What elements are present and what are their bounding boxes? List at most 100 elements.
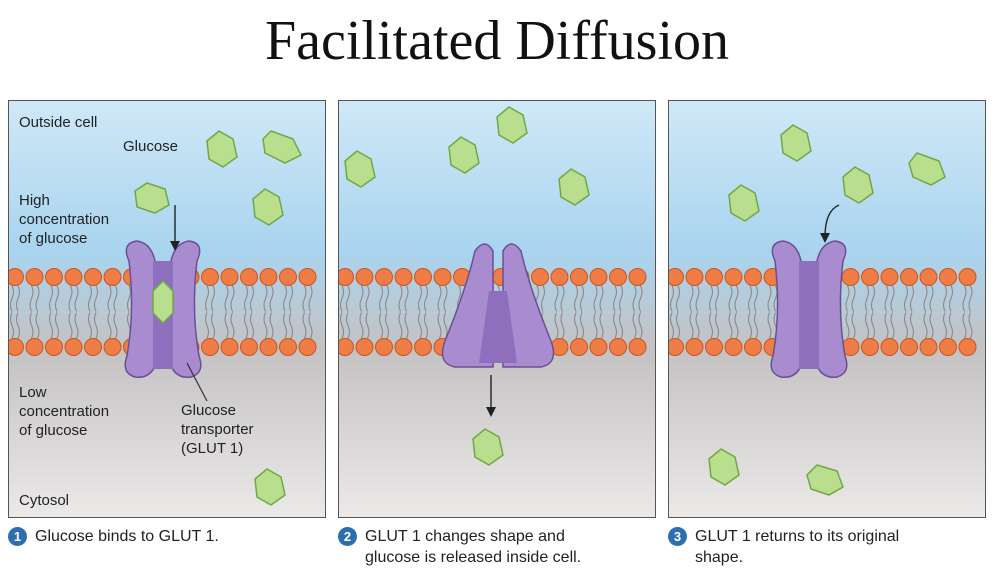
phospholipid-head bbox=[414, 338, 432, 356]
phospholipid-head bbox=[220, 268, 239, 286]
phospholipid-head bbox=[103, 338, 122, 356]
phospholipid-head bbox=[880, 268, 899, 286]
lipid-tail bbox=[968, 285, 973, 312]
lipid-tail bbox=[573, 312, 579, 339]
phospholipid-head bbox=[939, 268, 957, 286]
lipid-tail bbox=[243, 285, 249, 312]
phospholipid-head bbox=[744, 338, 762, 356]
step-number-badge: 3 bbox=[668, 527, 687, 546]
lipid-tail bbox=[443, 312, 448, 339]
lipid-tail bbox=[54, 285, 60, 312]
phospholipid-head bbox=[669, 338, 684, 356]
phospholipid-head bbox=[355, 268, 374, 286]
lipid-tail bbox=[851, 312, 856, 339]
lipid-tail bbox=[365, 285, 370, 312]
phospholipid-head bbox=[609, 268, 627, 286]
phospholipid-head bbox=[279, 268, 297, 286]
outside-cell-label: Outside cell bbox=[19, 114, 98, 131]
phospholipid-head bbox=[589, 338, 608, 356]
lipid-tail bbox=[675, 312, 681, 339]
transporter-pointer-line bbox=[186, 362, 208, 402]
phospholipid-head bbox=[861, 268, 879, 286]
phospholipid-head bbox=[861, 338, 879, 356]
lipid-tail bbox=[210, 285, 216, 312]
panel-step-3 bbox=[668, 100, 986, 518]
lipid-tail bbox=[378, 312, 384, 339]
phospholipid-head bbox=[298, 268, 317, 286]
panel-1-drawing bbox=[9, 130, 317, 506]
phospholipid-head bbox=[64, 268, 83, 286]
lipid-tail bbox=[903, 312, 909, 339]
lipid-tail bbox=[593, 285, 598, 312]
glucose-molecules bbox=[344, 106, 590, 466]
diagram-title: Facilitated Diffusion bbox=[265, 10, 729, 72]
phospholipid-head bbox=[339, 268, 354, 286]
phospholipid-head bbox=[25, 268, 44, 286]
lipid-tail bbox=[68, 312, 73, 339]
phospholipid-head bbox=[531, 268, 549, 286]
lipid-tail bbox=[54, 312, 60, 339]
lipid-tail bbox=[269, 285, 274, 312]
panel-step-1: Outside cell Glucose High concentration … bbox=[8, 100, 326, 518]
lipid-tail bbox=[890, 312, 895, 339]
lipid-tail bbox=[909, 285, 915, 312]
lipid-tail bbox=[753, 285, 759, 312]
phospholipid-head bbox=[414, 268, 432, 286]
phospholipid-head bbox=[298, 338, 317, 356]
phospholipid-head bbox=[201, 338, 219, 356]
lipid-tail bbox=[404, 285, 409, 312]
lipid-tail bbox=[714, 285, 720, 312]
glucose-label: Glucose bbox=[123, 138, 179, 155]
lipid-tail bbox=[204, 285, 210, 312]
lipid-tail bbox=[74, 312, 79, 339]
phospholipid-head bbox=[705, 268, 723, 286]
lipid-tail bbox=[923, 285, 928, 312]
lipid-tail bbox=[884, 312, 889, 339]
lipid-tail bbox=[288, 312, 294, 339]
lipid-tail bbox=[423, 312, 429, 339]
lipid-tail bbox=[113, 312, 118, 339]
phospholipid-head bbox=[394, 338, 413, 356]
phospholipid-head bbox=[279, 338, 297, 356]
lipid-tail bbox=[15, 312, 21, 339]
phospholipid-head bbox=[939, 338, 957, 356]
lipid-tail bbox=[767, 285, 772, 312]
phospholipid-head bbox=[84, 268, 102, 286]
lipid-tail bbox=[942, 285, 948, 312]
lipid-tail bbox=[903, 285, 909, 312]
lipid-tail bbox=[948, 285, 954, 312]
lipid-tail bbox=[126, 285, 132, 312]
lipid-tail bbox=[204, 312, 210, 339]
lipid-tail bbox=[9, 285, 15, 312]
lipid-tail bbox=[345, 312, 351, 339]
lipid-tail bbox=[632, 285, 637, 312]
lipid-tail bbox=[962, 312, 967, 339]
phospholipid-head bbox=[609, 338, 627, 356]
lipid-tail bbox=[864, 285, 870, 312]
lipid-tail bbox=[384, 285, 390, 312]
lipid-tail bbox=[29, 285, 34, 312]
phospholipid-head bbox=[9, 268, 24, 286]
lipid-tail bbox=[638, 285, 643, 312]
lipid-tail bbox=[404, 312, 409, 339]
lipid-tail bbox=[929, 285, 934, 312]
lipid-tail bbox=[224, 285, 229, 312]
phospholipid-head bbox=[919, 338, 938, 356]
phospholipid-head bbox=[375, 268, 393, 286]
lipid-tail bbox=[540, 285, 546, 312]
phospholipid-head bbox=[25, 338, 44, 356]
phospholipid-head bbox=[880, 338, 899, 356]
lipid-tail bbox=[618, 285, 624, 312]
caption-text: Glucose binds to GLUT 1. bbox=[35, 528, 219, 545]
lipid-tail bbox=[708, 312, 714, 339]
phospholipid-head bbox=[900, 338, 918, 356]
lipid-tail bbox=[695, 312, 700, 339]
phospholipid-head bbox=[705, 338, 723, 356]
lipid-tail bbox=[714, 312, 720, 339]
lipid-tail bbox=[909, 312, 915, 339]
lipid-tail bbox=[339, 285, 345, 312]
lipid-tail bbox=[638, 312, 643, 339]
phospholipid-head bbox=[84, 338, 102, 356]
step-number-badge: 1 bbox=[8, 527, 27, 546]
high-concentration-label: High concentration of glucose bbox=[19, 192, 110, 247]
